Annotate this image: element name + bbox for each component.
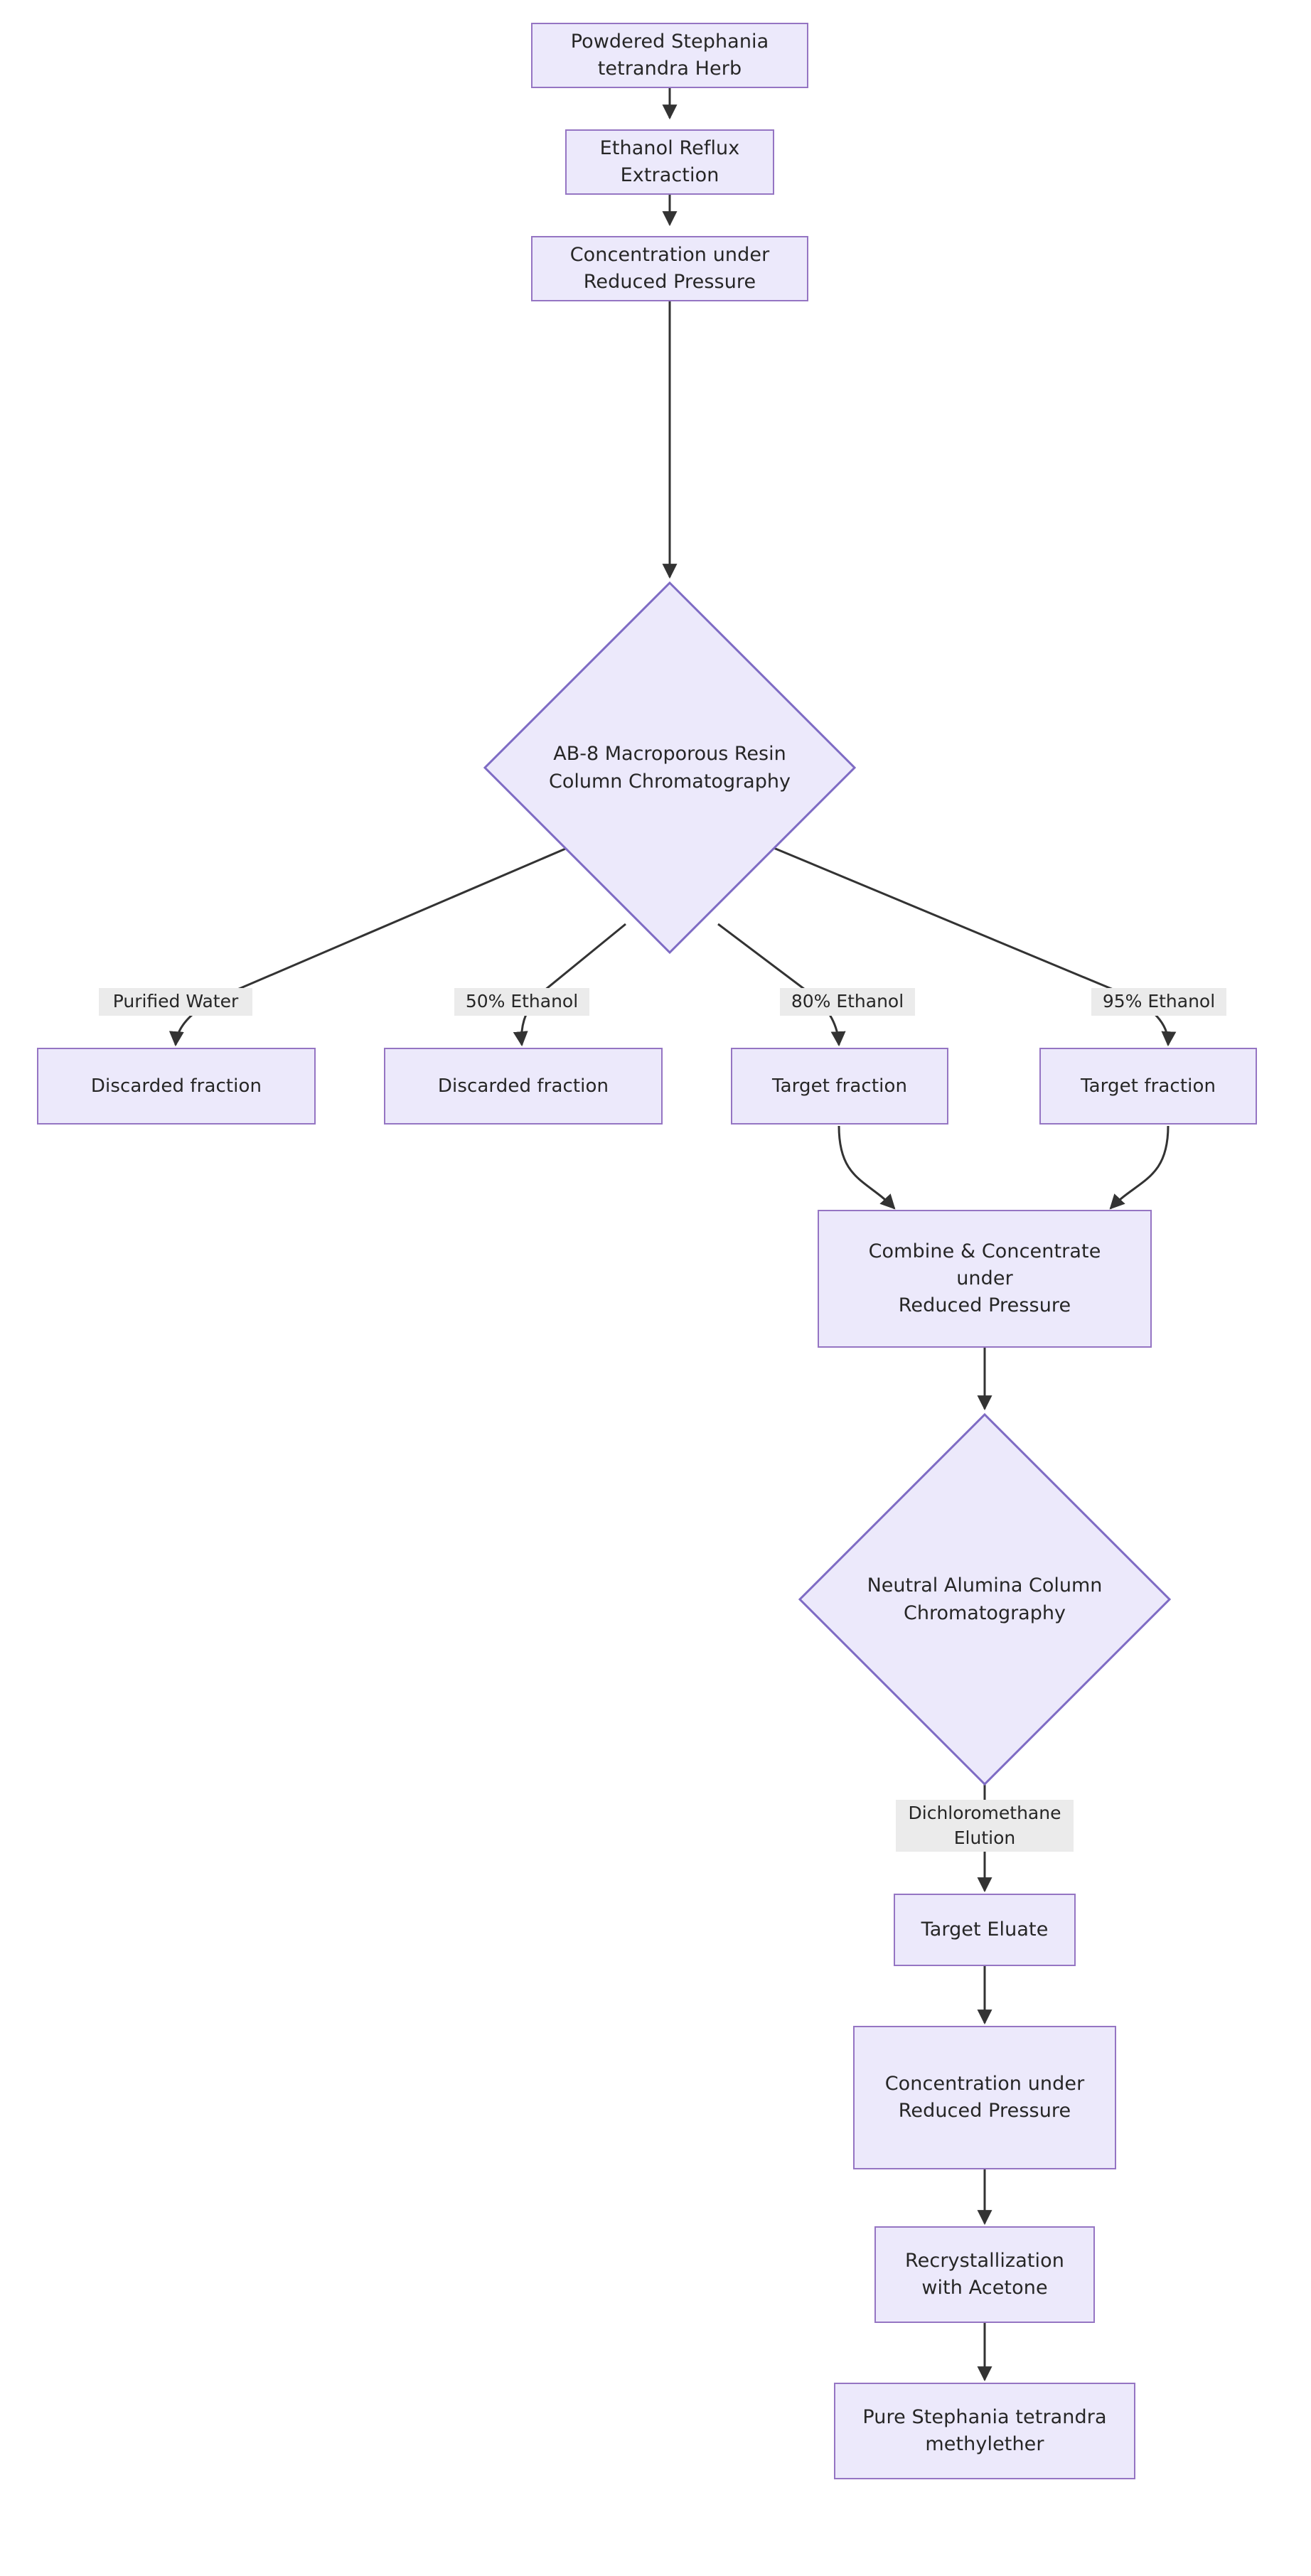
node-ab8-resin-column-chromatography[interactable]: AB-8 Macroporous Resin Column Chromatogr…: [483, 581, 856, 954]
diamond-shape: [483, 581, 856, 954]
edge-label-80-ethanol: 80% Ethanol: [780, 988, 915, 1016]
node-target-fraction-95-ethanol[interactable]: Target fraction: [1039, 1048, 1257, 1125]
edge-label-50-ethanol: 50% Ethanol: [454, 988, 589, 1016]
node-recrystallization-acetone[interactable]: Recrystallization with Acetone: [874, 2226, 1095, 2323]
node-concentration-reduced-pressure-1[interactable]: Concentration under Reduced Pressure: [531, 236, 808, 301]
node-powdered-herb[interactable]: Powdered Stephania tetrandra Herb: [531, 23, 808, 88]
edge-n7-n9: [838, 1125, 896, 1210]
node-label: Neutral Alumina Column Chromatography: [867, 1574, 1103, 1624]
node-target-fraction-80-ethanol[interactable]: Target fraction: [731, 1048, 948, 1125]
node-target-eluate[interactable]: Target Eluate: [894, 1894, 1076, 1966]
diamond-shape: [798, 1413, 1171, 1786]
edge-n8-n9: [1109, 1125, 1170, 1210]
edge-label-purified-water: Purified Water: [99, 988, 252, 1016]
node-discarded-fraction-50-ethanol[interactable]: Discarded fraction: [384, 1048, 663, 1125]
node-neutral-alumina-column-chromatography[interactable]: Neutral Alumina Column Chromatography: [798, 1413, 1171, 1786]
node-label: AB-8 Macroporous Resin Column Chromatogr…: [549, 742, 791, 793]
node-pure-product[interactable]: Pure Stephania tetrandra methylether: [834, 2383, 1135, 2479]
node-discarded-fraction-water[interactable]: Discarded fraction: [37, 1048, 316, 1125]
node-combine-concentrate[interactable]: Combine & Concentrate under Reduced Pres…: [818, 1210, 1152, 1348]
node-concentration-reduced-pressure-2[interactable]: Concentration under Reduced Pressure: [853, 2026, 1116, 2169]
edge-label-95-ethanol: 95% Ethanol: [1091, 988, 1226, 1016]
edge-label-dichloromethane-elution: Dichloromethane Elution: [896, 1800, 1074, 1852]
node-ethanol-reflux-extraction[interactable]: Ethanol Reflux Extraction: [565, 129, 774, 195]
